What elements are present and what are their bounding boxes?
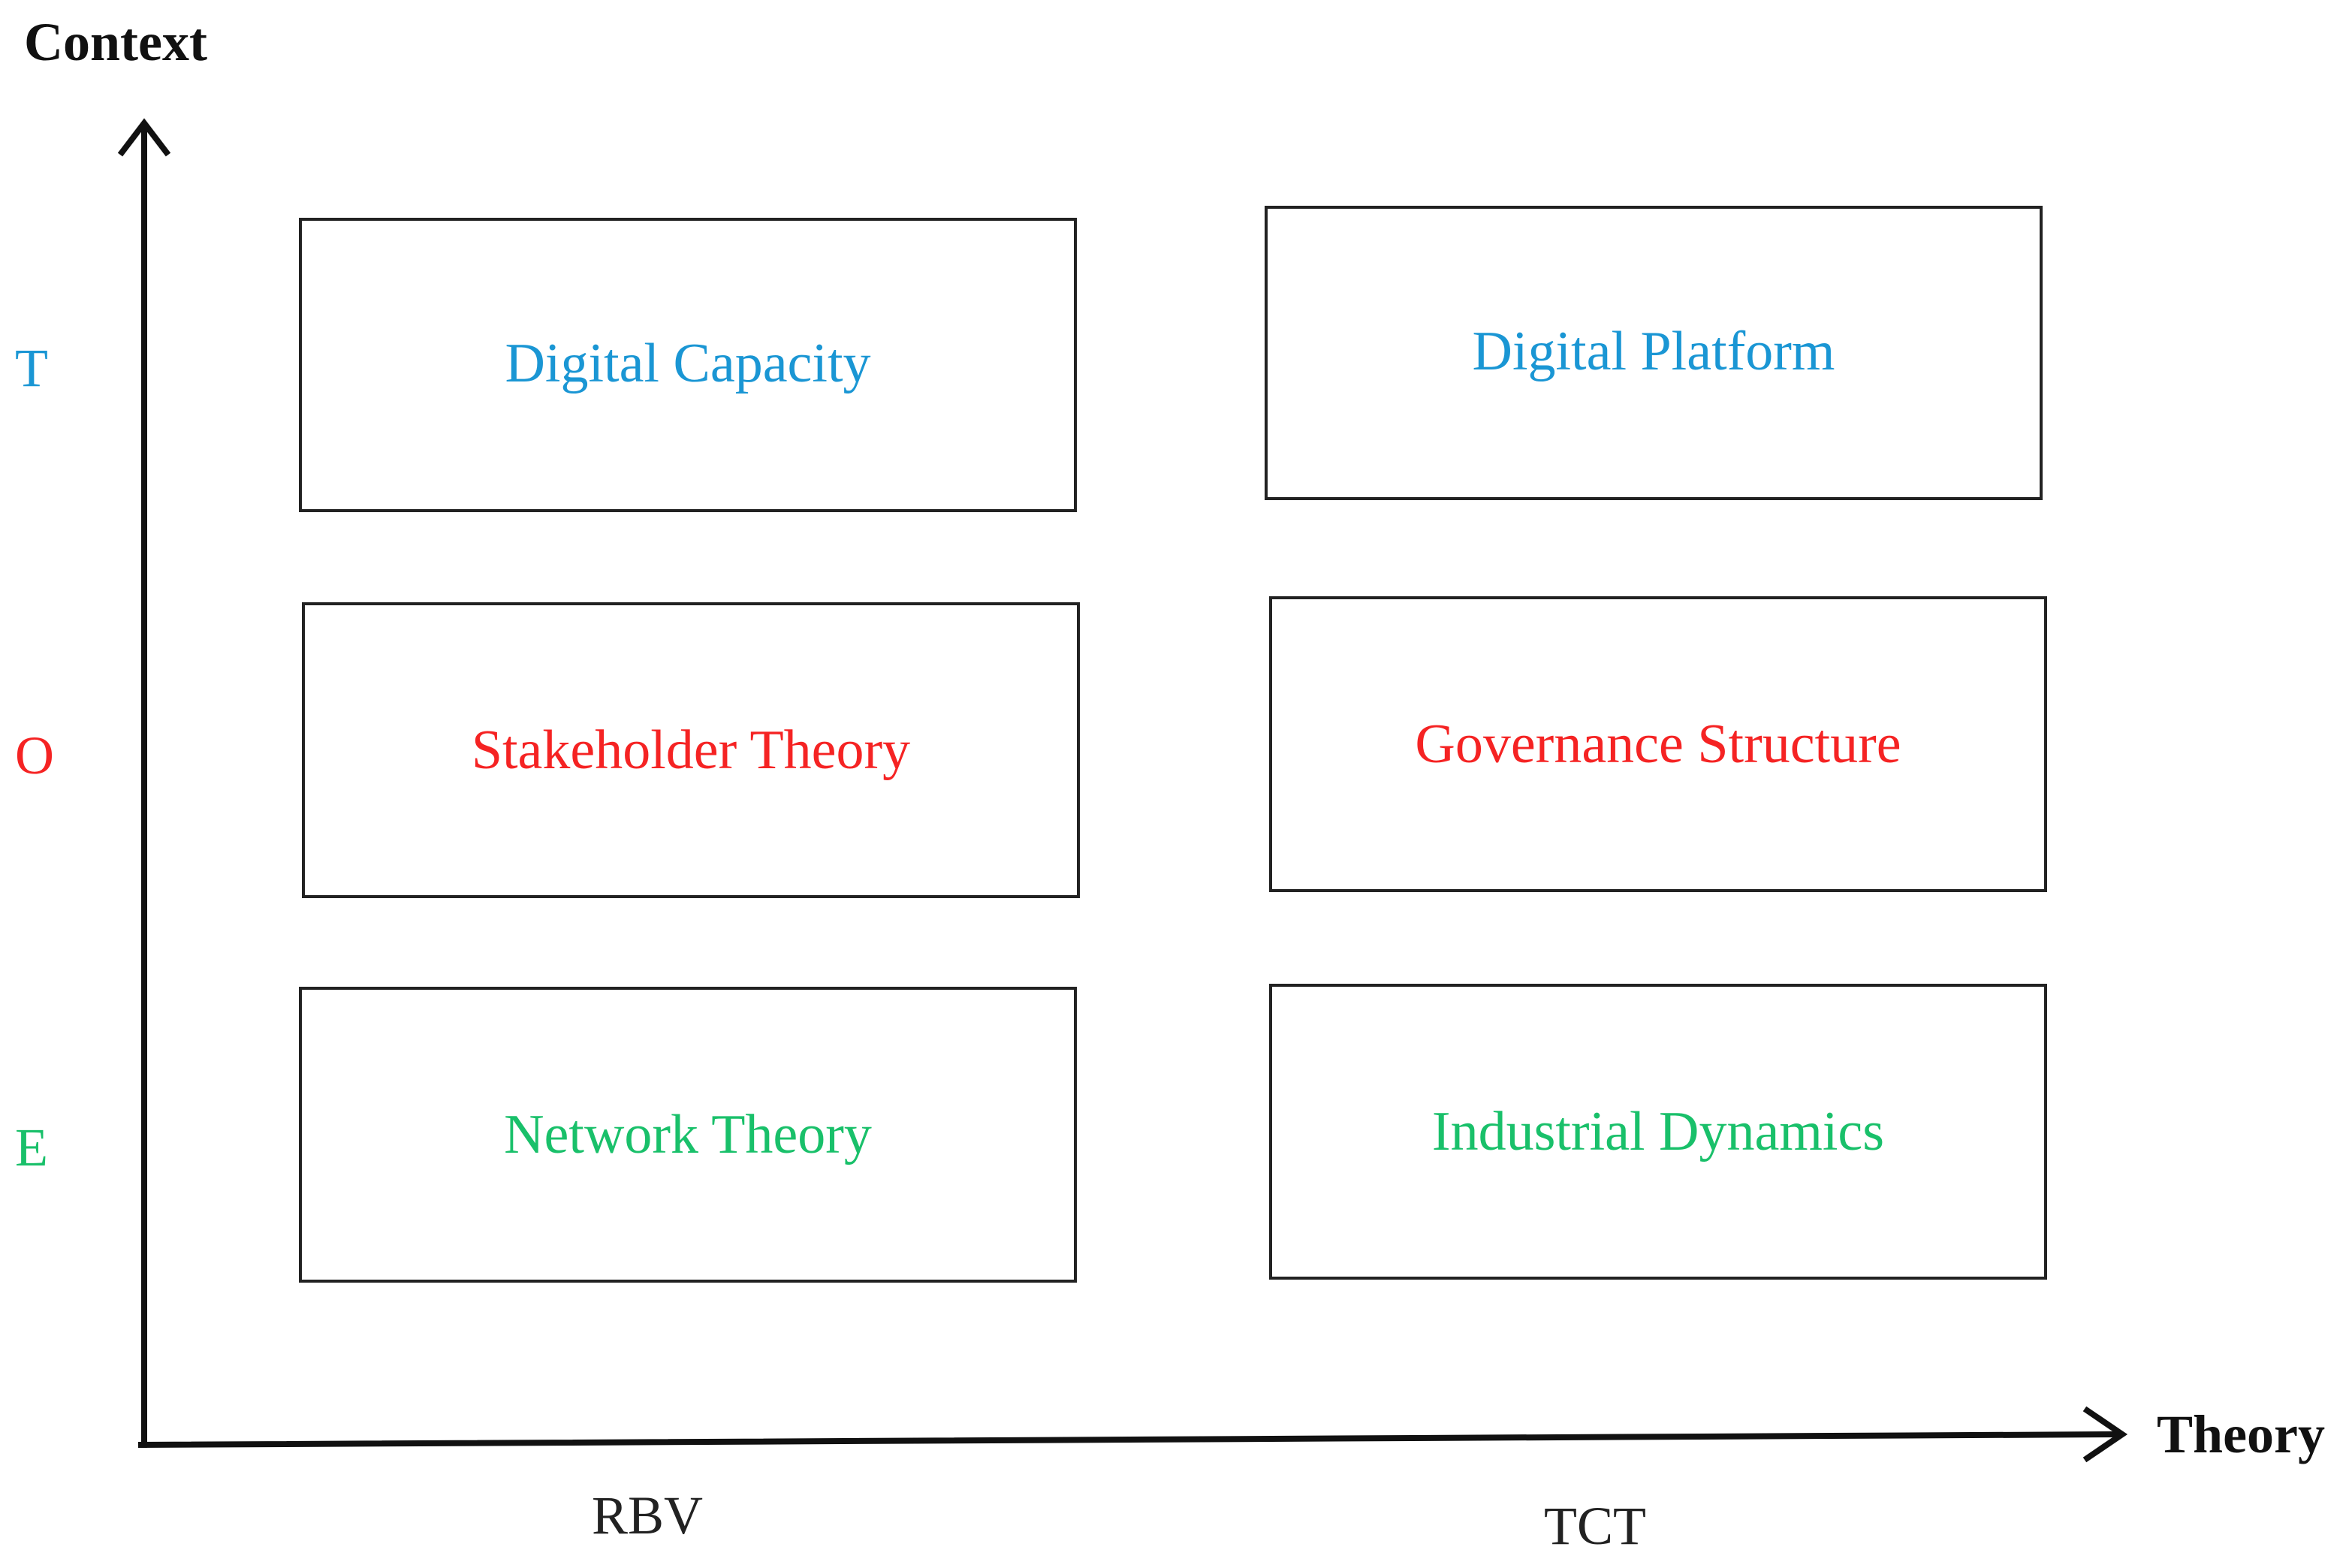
cell-label: Digital Capacity [505,333,871,394]
cell-label: Governance Structure [1415,713,1901,775]
cell-governance-structure: Governance Structure [1269,596,2047,892]
cell-label: Stakeholder Theory [471,719,911,781]
cell-label: Industrial Dynamics [1431,1101,1885,1162]
cell-industrial-dynamics: Industrial Dynamics [1269,984,2047,1280]
y-axis-title: Context [24,12,207,72]
x-axis-line [137,1431,2121,1449]
column-label-tct: TCT [1544,1496,1646,1556]
cell-label: Digital Platform [1472,321,1835,382]
row-label-technology: T [15,338,48,398]
row-label-environment: E [15,1117,48,1178]
cell-digital-platform: Digital Platform [1265,206,2043,500]
y-axis-arrowhead [117,118,171,157]
x-axis-title: Theory [2157,1404,2325,1464]
x-axis-arrowhead [2082,1406,2128,1463]
cell-digital-capacity: Digital Capacity [299,218,1077,512]
column-label-rbv: RBV [592,1485,704,1545]
cell-label: Network Theory [504,1104,872,1165]
row-label-organization: O [15,725,54,786]
cell-network-theory: Network Theory [299,987,1077,1283]
cell-stakeholder-theory: Stakeholder Theory [302,602,1080,898]
